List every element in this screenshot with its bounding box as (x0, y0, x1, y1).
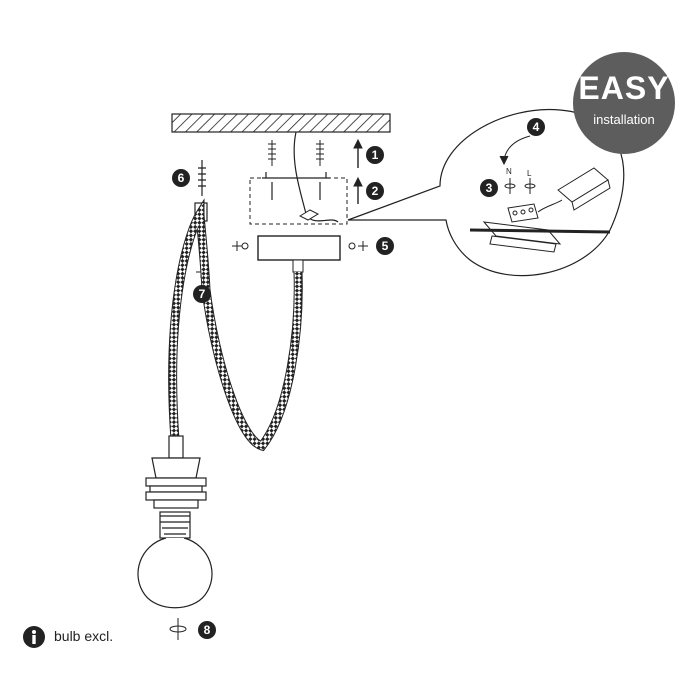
lamp-holder (145, 435, 207, 509)
bulb-excluded-note: bulb excl. (54, 628, 114, 644)
info-icon (23, 626, 45, 648)
step-1-marker: 1 (366, 146, 384, 164)
canopy-dashed-outline (249, 177, 348, 225)
live-label: L (527, 169, 532, 178)
step-5-marker: 5 (376, 237, 394, 255)
step-8-marker: 8 (198, 621, 216, 639)
step-7-marker: 7 (193, 285, 211, 303)
detail-canopy-open (469, 221, 611, 253)
neutral-label: N (506, 167, 512, 176)
badge-title: EASY (578, 70, 670, 106)
canopy (257, 235, 341, 273)
mounting-screws (268, 140, 324, 166)
supply-wire (293, 131, 339, 223)
step-3-marker: 3 (480, 179, 498, 197)
detail-canopy-lid (557, 167, 611, 211)
step-6-marker: 6 (172, 169, 190, 187)
step-2-marker: 2 (366, 182, 384, 200)
canopy-side-screws (232, 241, 368, 251)
wire-screwdriver-icons (504, 178, 536, 194)
rotate-arrow-icon (169, 618, 187, 640)
badge-subtitle: installation (593, 112, 655, 127)
mounting-bracket (262, 172, 330, 200)
easy-installation-badge: EASY installation (573, 52, 675, 154)
ceiling (171, 113, 391, 133)
step-4-marker: 4 (527, 118, 545, 136)
wire-connector (298, 209, 320, 221)
light-bulb (137, 511, 213, 609)
up-arrow-icon (353, 138, 363, 204)
terminal-block (507, 199, 563, 223)
